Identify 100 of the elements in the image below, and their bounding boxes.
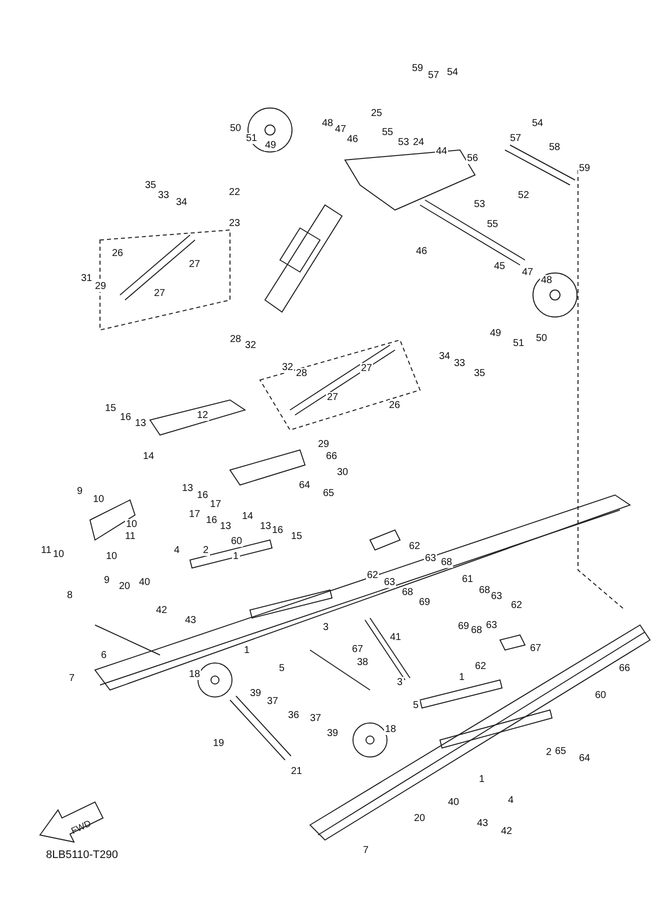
callout-number: 27: [360, 363, 374, 374]
callout-number: 25: [370, 108, 384, 119]
callout-number: 16: [205, 515, 218, 526]
callout-number: 38: [356, 657, 370, 668]
callout-number: 15: [290, 531, 304, 542]
callout-number: 40: [447, 797, 460, 808]
callout-number: 13: [219, 521, 232, 532]
callout-number: 22: [228, 187, 242, 198]
drawing-code: 8LB5110-T290: [45, 850, 119, 861]
callout-number: 6: [100, 650, 108, 661]
callout-number: 67: [351, 644, 364, 655]
callout-number: 48: [540, 275, 554, 286]
callout-number: 60: [594, 690, 608, 701]
callout-number: 39: [326, 728, 340, 739]
callout-number: 43: [476, 818, 490, 829]
callout-number: 52: [517, 190, 530, 201]
callout-number: 44: [435, 146, 448, 157]
callout-number: 55: [486, 219, 500, 230]
callout-number: 11: [124, 531, 136, 542]
callout-number: 54: [446, 67, 460, 78]
callout-number: 50: [535, 333, 548, 344]
callout-number: 68: [478, 585, 492, 596]
callout-number: 69: [457, 621, 470, 632]
callout-number: 18: [188, 669, 202, 680]
callout-number: 13: [181, 483, 194, 494]
callout-number: 66: [325, 451, 338, 462]
callout-number: 10: [105, 551, 118, 562]
callout-number: 37: [266, 696, 280, 707]
callout-number: 47: [521, 267, 534, 278]
callout-number: 46: [346, 134, 360, 145]
callout-number: 62: [366, 570, 380, 581]
callout-number: 16: [119, 412, 132, 423]
callout-number: 56: [466, 153, 480, 164]
callout-number: 10: [125, 519, 138, 530]
callout-number: 7: [362, 845, 370, 856]
callout-number: 15: [104, 403, 118, 414]
callout-number: 34: [175, 197, 188, 208]
callout-number: 63: [424, 553, 438, 564]
callout-number: 27: [326, 392, 340, 403]
callout-number: 26: [111, 248, 124, 259]
callout-number: 16: [196, 490, 210, 501]
callout-number: 2: [545, 747, 553, 758]
callout-number: 68: [401, 587, 414, 598]
callout-number: 63: [383, 577, 396, 588]
callout-number: 19: [212, 738, 226, 749]
callout-number: 4: [507, 795, 515, 806]
callout-number: 62: [510, 600, 524, 611]
callout-number: 37: [309, 713, 322, 724]
callout-number: 14: [142, 451, 156, 462]
callout-number: 42: [155, 605, 168, 616]
callout-number: 34: [438, 351, 452, 362]
callout-number: 9: [103, 575, 111, 586]
callout-number: 67: [529, 643, 542, 654]
callout-number: 64: [578, 753, 592, 764]
callout-number: 16: [271, 525, 284, 536]
callout-number: 69: [418, 597, 432, 608]
callout-number: 1: [458, 672, 466, 683]
callout-number: 65: [322, 488, 336, 499]
callout-number: 10: [52, 549, 66, 560]
callout-number: 5: [278, 663, 286, 674]
callout-number: 57: [509, 133, 522, 144]
callout-number: 64: [298, 480, 312, 491]
callout-number: 50: [229, 123, 242, 134]
callout-number: 59: [411, 63, 424, 74]
callout-number: 58: [548, 142, 562, 153]
callout-number: 42: [500, 826, 514, 837]
callout-number: 3: [322, 622, 330, 633]
callout-number: 43: [184, 615, 198, 626]
callout-number: 45: [493, 261, 506, 272]
callout-number: 14: [241, 511, 254, 522]
callout-number: 1: [478, 774, 486, 785]
callout-number: 51: [512, 338, 526, 349]
callout-number: 17: [188, 509, 202, 520]
callout-number: 40: [138, 577, 152, 588]
callout-number: 61: [461, 574, 474, 585]
callout-number: 54: [531, 118, 544, 129]
callout-number: 5: [412, 700, 420, 711]
callout-number: 13: [134, 418, 148, 429]
callout-number: 20: [413, 813, 426, 824]
callout-number: 65: [554, 746, 568, 757]
callout-number: 2: [202, 545, 210, 556]
callout-number: 9: [76, 486, 84, 497]
callout-number: 3: [396, 677, 404, 688]
callout-number: 32: [281, 362, 294, 373]
callout-number: 27: [153, 288, 166, 299]
callout-number: 62: [474, 661, 488, 672]
direction-label: FWD: [68, 818, 94, 838]
callout-number: 12: [196, 410, 210, 421]
callout-number: 10: [92, 494, 106, 505]
callout-number: 17: [209, 499, 222, 510]
callout-number: 41: [389, 632, 402, 643]
callout-number: 60: [230, 536, 244, 547]
callout-number: 53: [397, 137, 410, 148]
callout-number: 7: [68, 673, 76, 684]
callout-number: 68: [440, 557, 454, 568]
callout-number: 53: [473, 199, 486, 210]
callout-number: 57: [427, 70, 440, 81]
callout-number: 28: [295, 368, 308, 379]
callout-number: 36: [287, 710, 300, 721]
callout-number: 35: [144, 180, 158, 191]
